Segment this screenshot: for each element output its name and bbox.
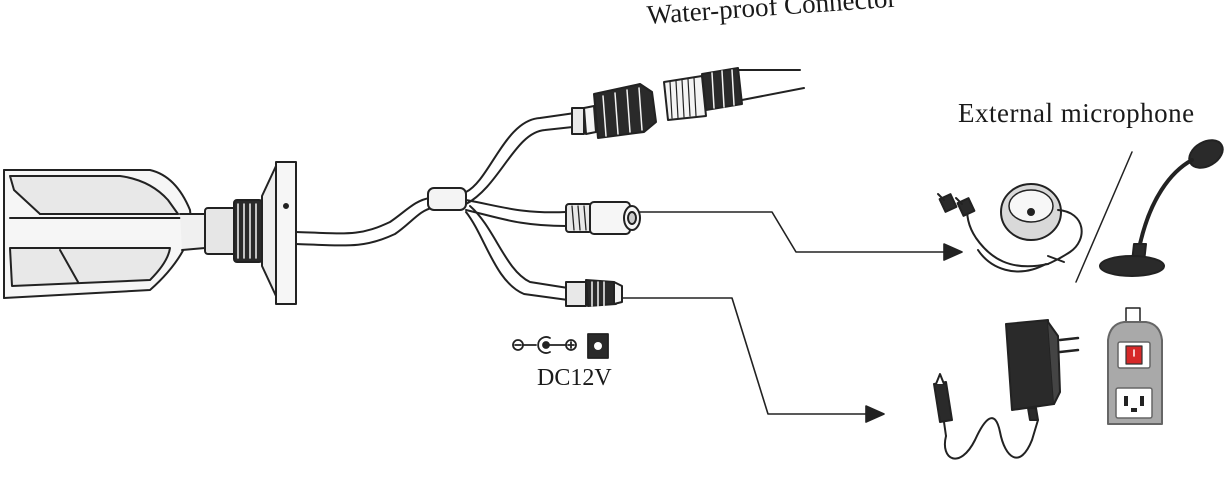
desk-microphone-icon (1099, 139, 1224, 277)
dc-power-connector (565, 279, 623, 307)
bullet-camera (3, 161, 297, 305)
audio-rca-connector (565, 201, 641, 235)
cable-audio (465, 199, 567, 227)
power-adapter-icon (933, 319, 1080, 460)
mount-thread-ring (233, 199, 263, 263)
dc12v-label: DC12V (537, 365, 612, 391)
wall-outlet-icon (1107, 307, 1163, 425)
power-arrow (621, 297, 885, 423)
network-connector (593, 83, 657, 139)
waterproof-cap (663, 67, 805, 121)
cable-trunk (295, 187, 467, 247)
pickup-microphone-icon (937, 183, 1083, 273)
external-microphone-label: External microphone (958, 98, 1195, 128)
dc-polarity-symbol (512, 333, 609, 359)
cable-network (465, 105, 597, 205)
cable-power (465, 205, 569, 301)
microphone-divider (1075, 151, 1133, 283)
audio-arrow (639, 211, 963, 261)
